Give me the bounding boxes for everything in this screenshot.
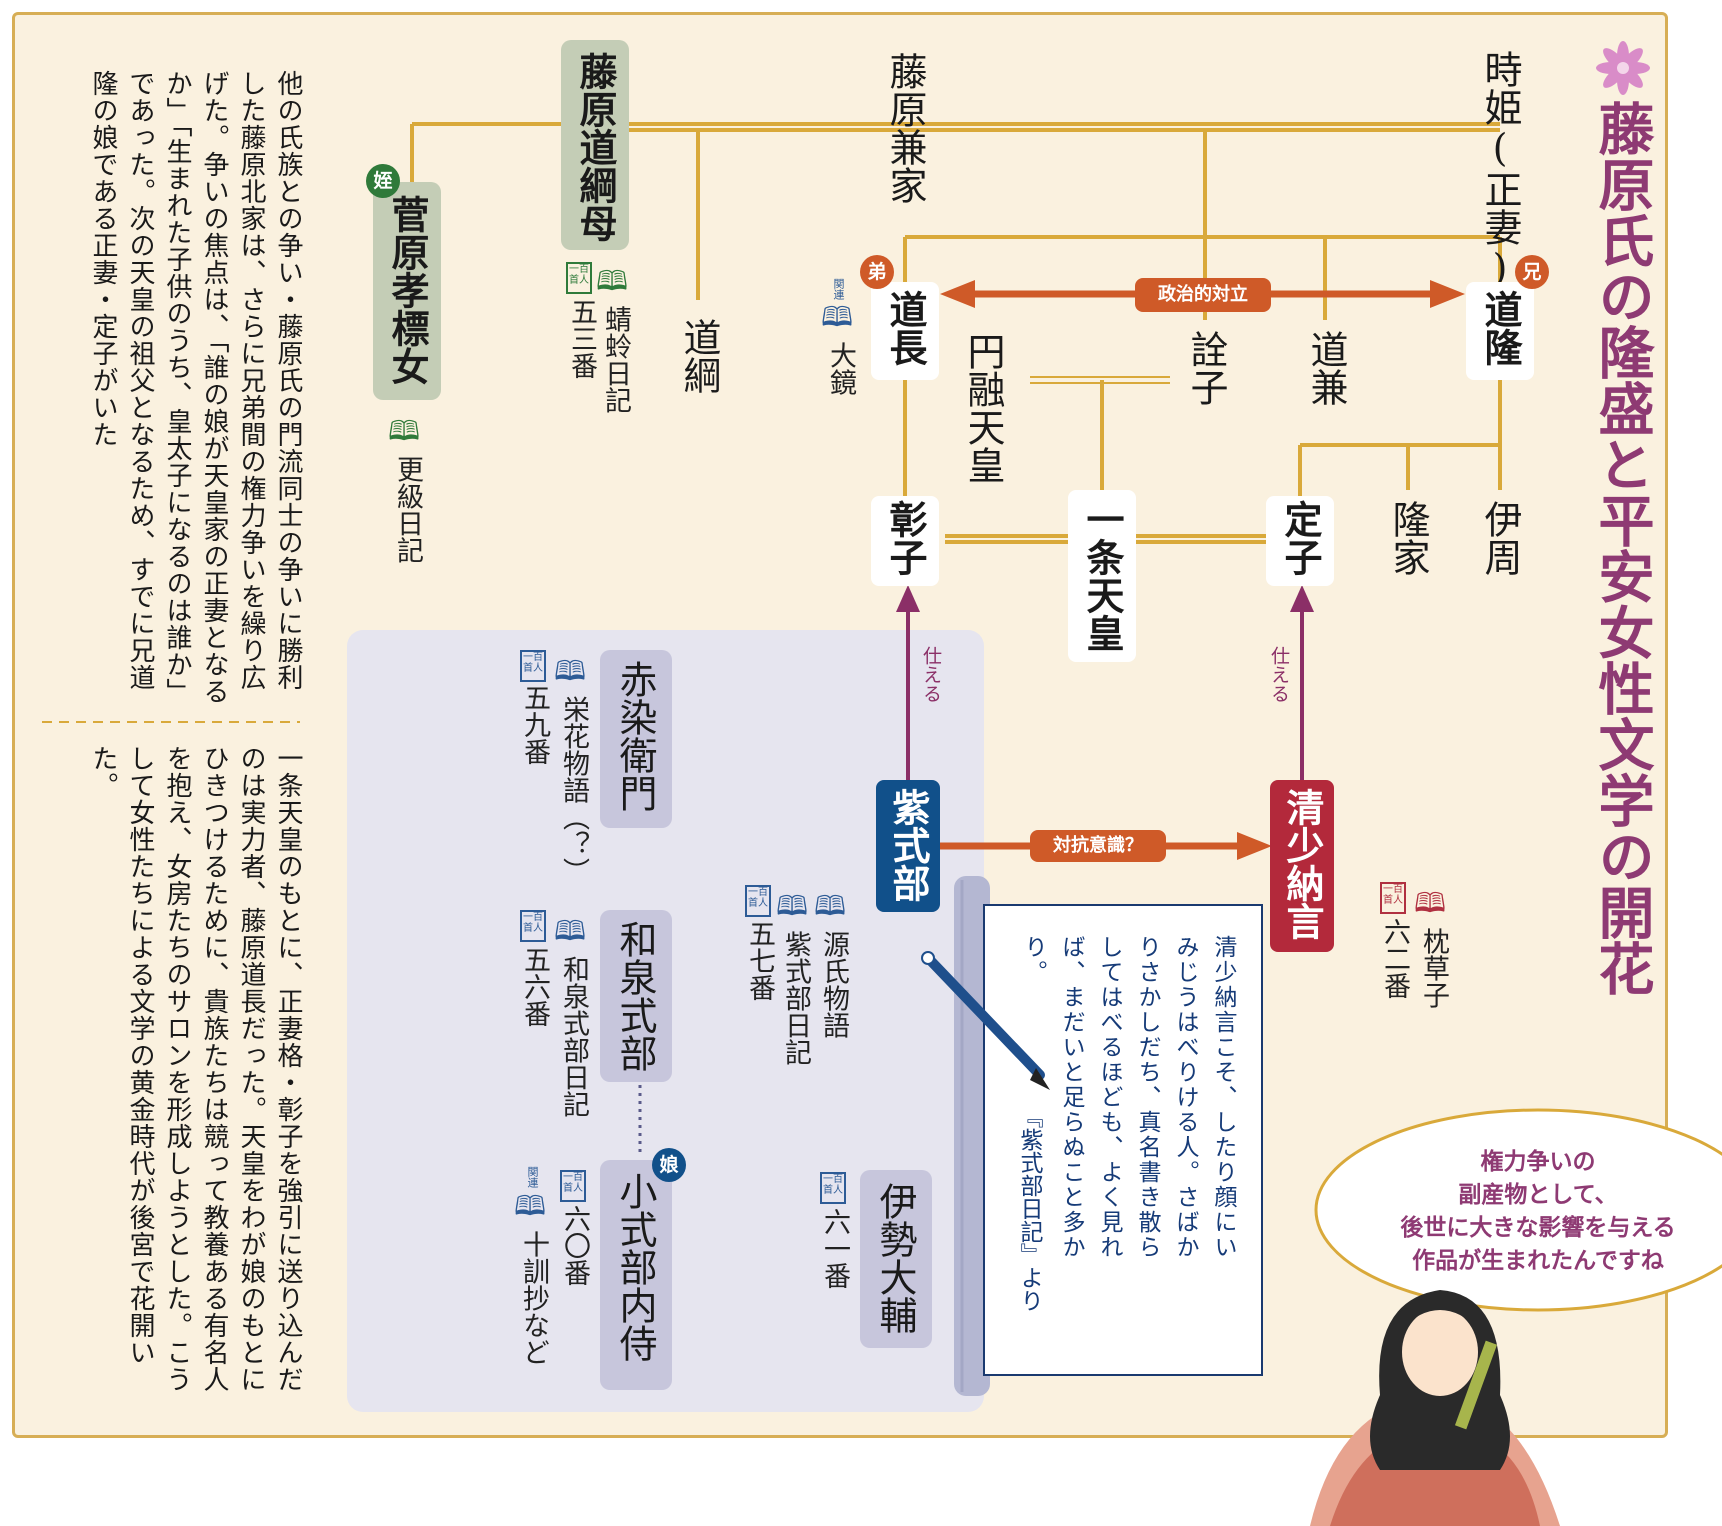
box-takasue-musume <box>373 182 441 400</box>
box-michitsuna-haha <box>561 40 629 250</box>
hyakunin-icon: 一百首人 <box>820 1172 846 1204</box>
work-murasaki-nikki: 🕮紫式部日記 <box>780 885 811 1066</box>
person-koshikibu: 小式部内侍 <box>613 1172 657 1362</box>
box-ichijo <box>1068 490 1136 662</box>
quote-text: 清少納言こそ、したり顔にいみじうはべりける人。さばかりさかしだち、真名書き散らし… <box>1020 935 1236 1260</box>
label-kanren: 関連 <box>832 278 845 300</box>
work-eiga-no: 五九番 <box>519 684 550 765</box>
badge-mei: 姪 <box>366 164 400 198</box>
person-senshi: 詮子 <box>1184 330 1228 406</box>
person-shoshi: 彰子 <box>883 500 928 576</box>
person-kaneie: 藤原兼家 <box>883 52 927 204</box>
hyakunin-icon: 一百首人 <box>520 650 546 682</box>
body-text-top: 他の氏族との争い・藤原氏の門流同士の争いに勝利した藤原北家は、さらに兄弟間の権力… <box>88 70 303 705</box>
book-icon: 🕮 <box>825 296 856 342</box>
box-shoshi <box>871 496 939 586</box>
work-kagero-no: 五三番 <box>566 298 597 379</box>
box-murasaki <box>876 780 940 912</box>
person-takasue-musume: 菅原孝標女 <box>385 195 430 385</box>
girl-illustration <box>1310 1290 1560 1526</box>
person-enyu: 円融天皇 <box>961 332 1005 484</box>
book-icon: 🕮 <box>518 1185 549 1231</box>
person-korechika: 伊周 <box>1478 500 1522 576</box>
quote-source: 『紫式部日記』より <box>1016 1105 1042 1312</box>
hyakunin-icon: 一百首人 <box>566 262 592 294</box>
person-ise: 伊勢大輔 <box>873 1182 917 1334</box>
box-ise <box>860 1170 932 1348</box>
person-teishi: 定子 <box>1278 500 1323 576</box>
badge-otouto: 弟 <box>860 255 894 289</box>
person-ichijo: 一条天皇 <box>1080 500 1125 652</box>
badge-ani: 兄 <box>1515 255 1549 289</box>
work-sarashina: 🕮更級日記 <box>392 410 423 564</box>
book-icon: 🕮 <box>818 885 849 931</box>
box-michitaka <box>1466 282 1534 380</box>
label-tsukaeru-2: 仕える <box>1268 646 1290 703</box>
speech-text: 権力争いの 副産物として、 後世に大きな影響を与える 作品が生まれたんですね <box>1400 1149 1676 1274</box>
scroll-paper <box>983 904 1263 1376</box>
book-icon: 🕮 <box>1418 882 1449 928</box>
hyakunin-icon: 一百首人 <box>1380 882 1406 914</box>
person-michitsuna: 道綱 <box>677 318 721 394</box>
book-icon: 🕮 <box>558 910 589 956</box>
work-genji: 🕮源氏物語 <box>818 885 849 1039</box>
person-murasaki: 紫式部 <box>886 788 931 902</box>
person-michitsuna-haha: 藤原道綱母 <box>573 52 618 242</box>
work-okagami: 🕮大鏡 <box>825 296 856 396</box>
flower-icon <box>1596 41 1650 95</box>
hyakunin-icon: 一百首人 <box>745 885 771 917</box>
label-seiji-tairitsu: 政治的対立 <box>1135 278 1271 312</box>
box-michinaga <box>871 282 939 380</box>
box-teishi <box>1266 496 1334 586</box>
pen <box>925 955 1045 1080</box>
work-jikkinsho: 🕮十訓抄など <box>518 1185 549 1366</box>
hyakunin-icon: 一百首人 <box>520 910 546 942</box>
label-kanren: 関連 <box>526 1166 539 1188</box>
book-icon: 🕮 <box>392 410 423 456</box>
book-icon: 🕮 <box>558 650 589 696</box>
hyakunin-icon: 一百首人 <box>560 1170 586 1202</box>
work-izumi-no: 五六番 <box>519 946 550 1027</box>
work-koshikibu-no: 六〇番 <box>559 1205 590 1286</box>
person-takaie: 隆家 <box>1386 500 1430 576</box>
person-michikane: 道兼 <box>1304 330 1348 406</box>
box-sei <box>1270 780 1334 952</box>
work-izumi-nikki: 🕮和泉式部日記 <box>558 910 589 1118</box>
person-michinaga: 道長 <box>883 290 928 366</box>
person-sei: 清少納言 <box>1280 788 1325 940</box>
label-tsukaeru-1: 仕える <box>920 646 942 703</box>
page-title: 藤原氏の隆盛と平安女性文学の開花 <box>1589 100 1655 996</box>
person-michitaka: 道隆 <box>1478 290 1523 366</box>
speech-bubble <box>1314 1108 1722 1312</box>
work-genji-no: 五七番 <box>744 920 775 1001</box>
label-taiko-ishiki: 対抗意識？ <box>1030 830 1166 862</box>
work-makura-no: 六二番 <box>1379 918 1410 999</box>
box-izumi <box>600 910 672 1082</box>
box-koshikibu <box>600 1160 672 1390</box>
work-makura: 🕮枕草子 <box>1418 882 1449 1009</box>
book-icon: 🕮 <box>780 885 811 931</box>
badge-musume: 娘 <box>652 1148 686 1182</box>
person-izumi: 和泉式部 <box>613 920 657 1072</box>
person-akazome: 赤染衛門 <box>613 660 657 812</box>
work-eiga: 🕮栄花物語（？） <box>558 650 589 885</box>
person-tokihime: 時姫(正妻) <box>1478 50 1522 290</box>
box-akazome <box>600 650 672 828</box>
work-ise-no: 六一番 <box>819 1208 850 1289</box>
book-icon: 🕮 <box>600 260 631 306</box>
body-text-bottom: 一条天皇のもとに、正妻格・彰子を強引に送り込んだのは実力者、藤原道長だった。天皇… <box>88 745 303 1393</box>
work-kagero: 🕮蜻蛉日記 <box>600 260 631 414</box>
